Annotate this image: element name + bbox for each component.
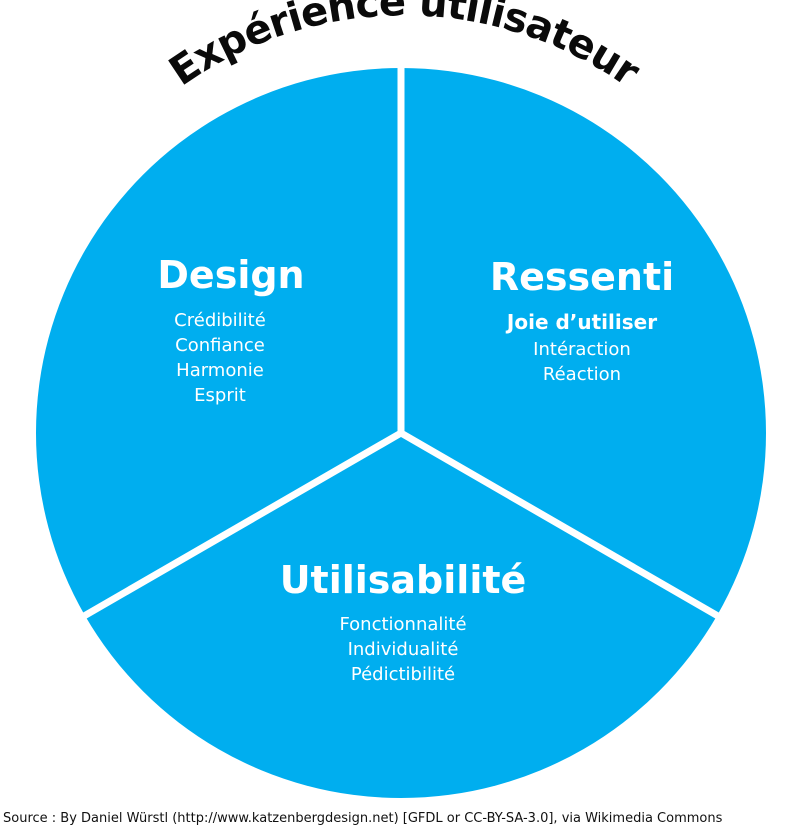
- segment-ressenti: [401, 68, 767, 616]
- design-item-1: Crédibilité: [174, 310, 266, 331]
- utilisabilite-item-1: Fonctionnalité: [339, 614, 466, 635]
- ressenti-highlight: Joie d’utiliser: [505, 310, 657, 334]
- source-credit: Source : By Daniel Würstl (http://www.ka…: [3, 811, 723, 826]
- divider-right: [399, 429, 726, 623]
- utilisabilite-title: Utilisabilité: [280, 558, 527, 602]
- segment-design: [35, 68, 402, 616]
- divider-left: [76, 429, 403, 623]
- segment-dividers: [76, 60, 726, 623]
- design-title: Design: [157, 253, 304, 297]
- design-item-2: Confiance: [175, 335, 265, 356]
- ressenti-item-1: Intéraction: [533, 339, 631, 360]
- utilisabilite-item-3: Pédictibilité: [351, 664, 455, 685]
- ressenti-title: Ressenti: [490, 255, 674, 299]
- utilisabilite-item-2: Individualité: [348, 639, 459, 660]
- ressenti-item-2: Réaction: [543, 364, 621, 385]
- design-item-4: Esprit: [194, 385, 246, 406]
- design-item-3: Harmonie: [176, 360, 264, 381]
